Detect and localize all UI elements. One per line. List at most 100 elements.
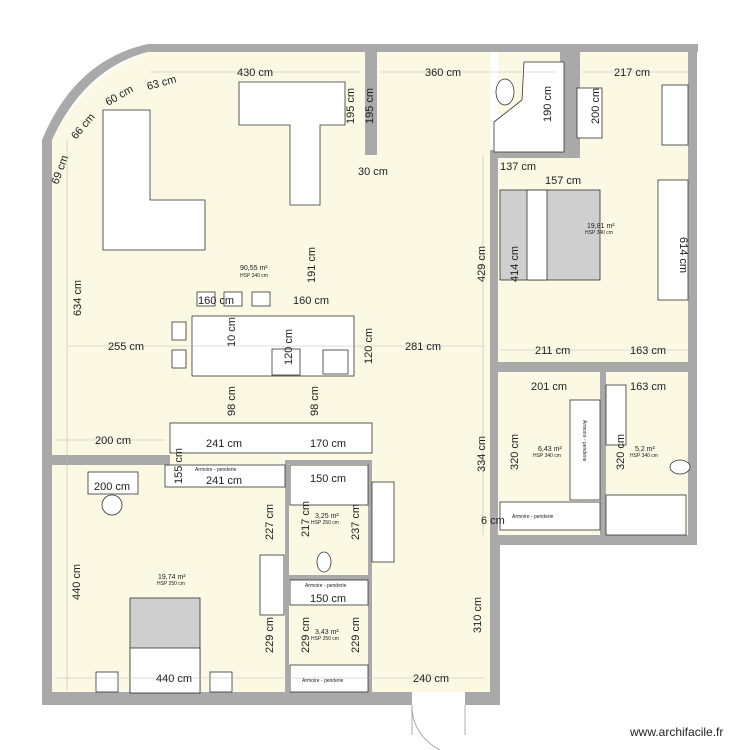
dim-label: 440 cm	[71, 564, 83, 600]
dim-label: 429 cm	[476, 246, 488, 282]
dimension-labels: 430 cm 360 cm 217 cm 69 cm 66 cm 60 cm 6…	[50, 67, 689, 685]
nightstand-right	[209, 671, 233, 693]
dim-label: 414 cm	[509, 246, 521, 282]
room-hsp: HSP 250 cm	[157, 581, 185, 587]
dim-label: 211 cm	[535, 345, 570, 357]
room-area: 3,43 m²	[315, 629, 339, 636]
dim-label: 281 cm	[405, 341, 441, 353]
cooktop-icon	[271, 348, 301, 376]
toilet-small-icon	[316, 551, 332, 573]
room-area: 19,81 m²	[587, 223, 615, 230]
dim-label: 240 cm	[413, 673, 449, 685]
dim-label: 201 cm	[531, 381, 567, 393]
dim-label: 237 cm	[350, 504, 362, 540]
dim-label: 430 cm	[237, 67, 273, 79]
archifacile-watermark: www.archifacile.fr	[629, 725, 723, 739]
dim-label: 137 cm	[500, 161, 536, 173]
office-chair	[495, 78, 515, 106]
room-labels: 90,55 m² HSP 340 cm 19,81 m² HSP 340 cm …	[157, 223, 658, 642]
dim-label: 6 cm	[481, 515, 505, 527]
dim-label: 440 cm	[156, 673, 192, 685]
wardrobe-bedroom	[657, 179, 689, 301]
dim-label: 200 cm	[95, 435, 131, 447]
dim-label: 310 cm	[472, 597, 484, 633]
wardrobe-label: Armoire - penderie	[305, 583, 347, 589]
bathroom-vanity	[605, 384, 627, 446]
dim-label: 155 cm	[173, 448, 185, 484]
dim-label: 160 cm	[293, 295, 329, 307]
sofa-left	[102, 109, 206, 251]
wardrobe-label: Armoire - penderie	[512, 514, 554, 520]
room-hsp: HSP 340 cm	[585, 230, 613, 236]
dim-label: 160 cm	[198, 295, 234, 307]
dim-label: 614 cm	[677, 237, 689, 273]
dim-label: 163 cm	[630, 345, 666, 357]
dim-label: 227 cm	[264, 504, 276, 540]
toilet-icon	[669, 459, 691, 475]
dim-label: 217 cm	[300, 501, 312, 537]
dim-label: 120 cm	[363, 328, 375, 364]
dresser	[259, 554, 285, 616]
dim-label: 200 cm	[590, 88, 602, 124]
dim-label: 157 cm	[545, 175, 581, 187]
dim-label: 170 cm	[310, 438, 346, 450]
furniture-labels: Armoire - penderie Armoire - penderie Ar…	[195, 420, 587, 684]
dim-label: 241 cm	[206, 438, 242, 450]
dim-label: 255 cm	[108, 341, 144, 353]
nightstand-left	[95, 671, 119, 693]
dim-label: 150 cm	[310, 473, 346, 485]
sink-icon	[322, 349, 349, 375]
dim-label: 320 cm	[615, 434, 627, 470]
dim-label: 98 cm	[309, 386, 321, 416]
dim-label: 163 cm	[630, 381, 666, 393]
dimension-lines	[55, 71, 688, 690]
entrance-door[interactable]	[411, 704, 466, 750]
dim-label: 634 cm	[72, 280, 84, 316]
dim-label: 150 cm	[310, 593, 346, 605]
nightstand	[576, 87, 603, 139]
desk-bedroom2	[87, 471, 139, 495]
room-area: 5,2 m²	[635, 446, 656, 453]
dim-label: 217 cm	[614, 67, 650, 79]
laundry-wardrobe	[569, 399, 601, 501]
dim-label: 320 cm	[509, 434, 521, 470]
dim-label: 10 cm	[226, 317, 238, 347]
room-hsp: HSP 340 cm	[240, 273, 268, 279]
dim-label: 229 cm	[350, 617, 362, 653]
shower-small	[289, 464, 369, 506]
wardrobe-closet-bottom	[289, 664, 369, 693]
desk	[493, 61, 565, 153]
room-area: 90,55 m²	[240, 265, 268, 272]
room-area: 19,74 m²	[158, 574, 186, 581]
wardrobe-label: Armoire - penderie	[302, 678, 344, 684]
cabinet-hall	[371, 481, 395, 563]
dim-label: 195 cm	[345, 88, 357, 124]
dim-label: 334 cm	[476, 436, 488, 472]
room-hsp: HSP 250 cm	[311, 636, 339, 642]
dim-label: 200 cm	[94, 481, 130, 493]
room-hsp: HSP 340 cm	[533, 453, 561, 459]
room-hsp: HSP 340 cm	[630, 453, 658, 459]
wardrobe-closet-top	[289, 579, 369, 606]
laundry-storage	[499, 501, 601, 531]
room-hsp: HSP 250 cm	[311, 520, 339, 526]
dim-label: 229 cm	[264, 617, 276, 653]
wardrobe-tall	[661, 84, 689, 146]
bed-pillow	[526, 189, 548, 281]
room-area: 6,43 m²	[538, 446, 562, 453]
dim-label: 190 cm	[542, 86, 554, 122]
dim-label: 191 cm	[306, 247, 318, 283]
wardrobe-bedroom2	[164, 464, 286, 488]
wardrobe-label: Armoire - penderie	[195, 467, 237, 473]
wardrobe-label: Armoire - penderie	[581, 420, 587, 462]
dim-label: 30 cm	[358, 166, 388, 178]
dim-label: 195 cm	[364, 88, 376, 124]
chair-bedroom2	[101, 494, 123, 516]
shower	[605, 494, 687, 536]
sofa-corner	[238, 81, 346, 206]
dim-label: 241 cm	[206, 475, 242, 487]
dim-label: 120 cm	[283, 329, 295, 365]
walls	[42, 44, 698, 705]
dim-label: 98 cm	[226, 386, 238, 416]
